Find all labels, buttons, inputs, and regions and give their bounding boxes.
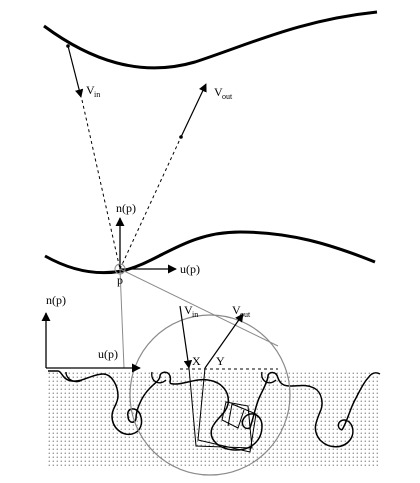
label-x: X (192, 354, 201, 368)
vout-arrow-top (180, 83, 207, 138)
label-in-sub-bottom: in (192, 310, 198, 319)
lower-surface-curve (44, 230, 376, 275)
microsurface-outline (48, 370, 381, 451)
vin-arrow-top (67, 45, 84, 98)
projection-line-left (119, 268, 125, 369)
scatter-path-dark-2 (197, 367, 257, 453)
label-n-p-left: n(p) (46, 293, 66, 307)
label-u-p-left: u(p) (98, 347, 118, 361)
microsurface (46, 368, 380, 468)
neighborhood-circle (129, 314, 291, 476)
upper-surface-curve (43, 10, 378, 70)
hook-left (65, 371, 83, 383)
label-v-in-bottom: V (184, 303, 193, 317)
hook-right (261, 371, 277, 384)
label-n-p-mid: n(p) (116, 201, 136, 215)
vin-dashed-ray (81, 99, 121, 270)
label-u-p-mid: u(p) (180, 262, 200, 276)
hook-mid (151, 371, 167, 384)
vin-arrow-bottom (179, 305, 193, 369)
label-out-sub-bottom: out (240, 310, 251, 319)
label-y: Y (216, 354, 225, 368)
label-v-out-bottom: V (232, 303, 241, 317)
label-out-sub-top: out (222, 92, 233, 101)
label-in-sub-top: in (94, 90, 100, 99)
label-v-out-top: V (214, 85, 223, 99)
vout-arrow-bottom (204, 313, 244, 369)
label-p: p (117, 273, 123, 287)
vout-dashed-ray (119, 136, 182, 270)
label-v-in-top: V (86, 83, 95, 97)
scatter-path-dark (188, 367, 253, 449)
projection-line-right (119, 268, 279, 347)
vin-origin-point (66, 44, 70, 48)
